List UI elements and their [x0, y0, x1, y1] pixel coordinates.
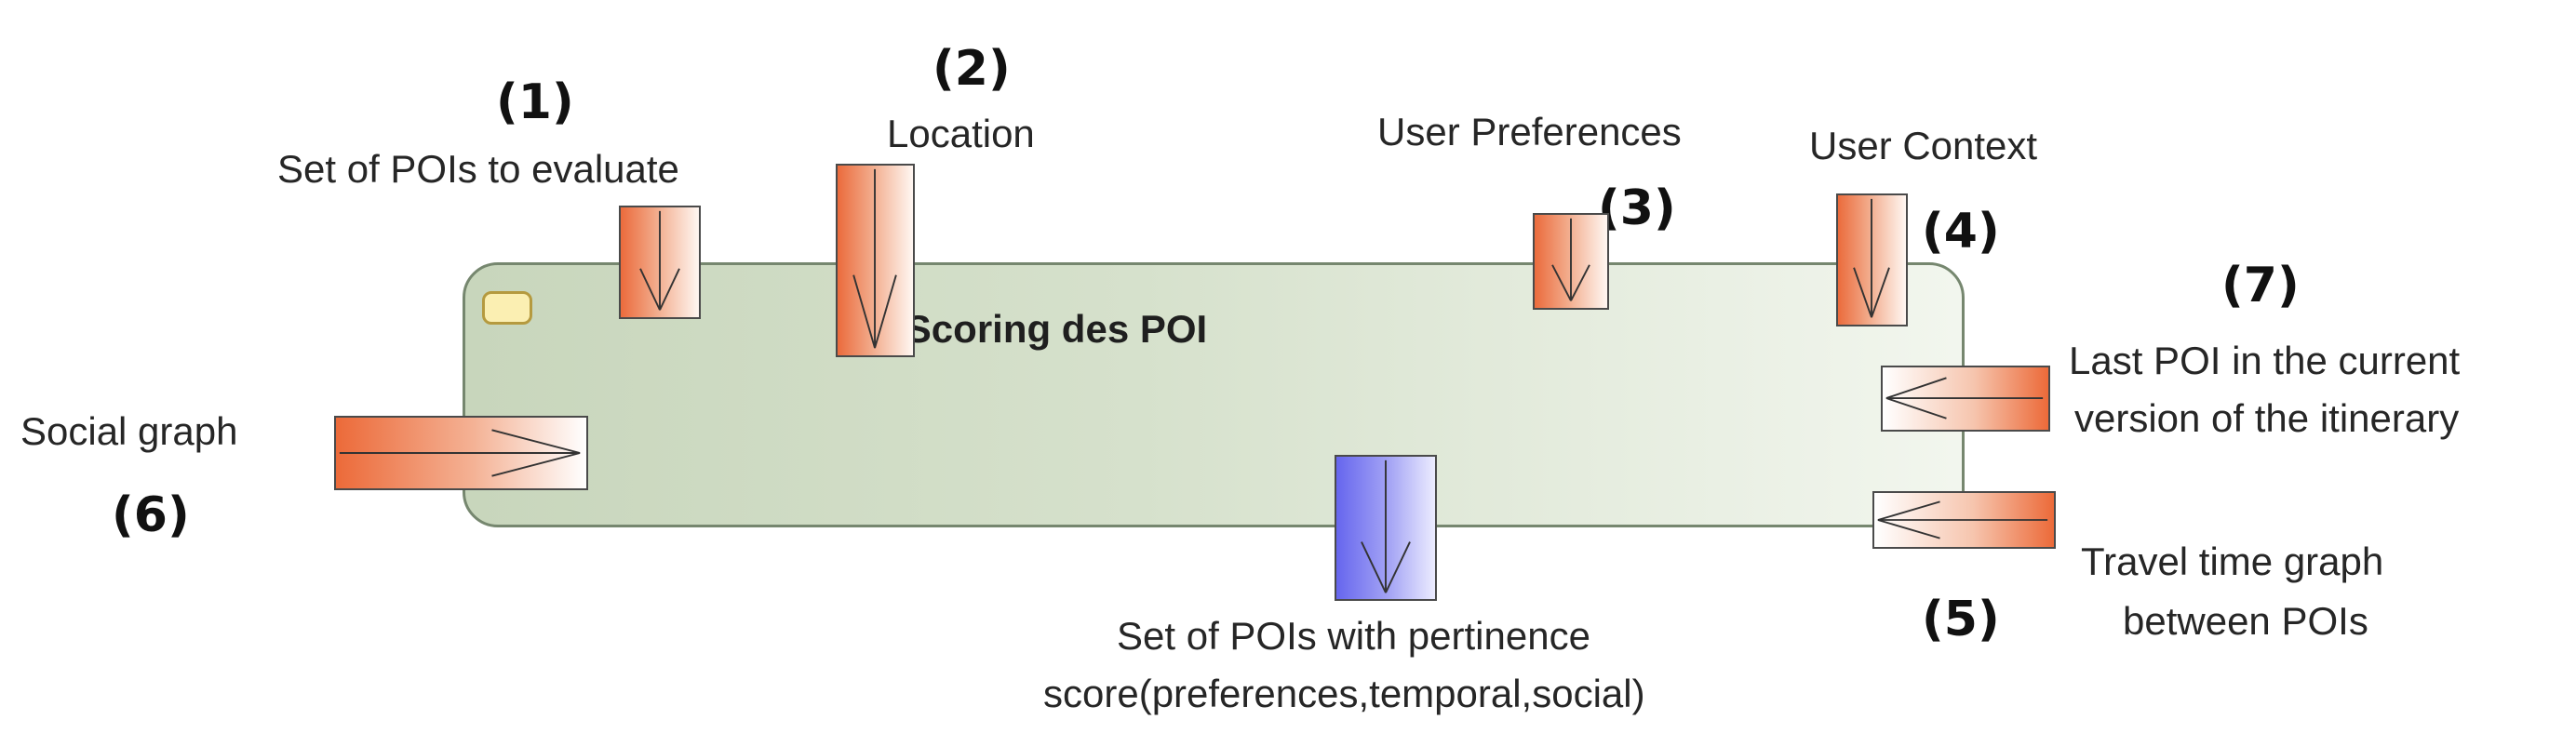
pin-number-4: (4)	[1922, 204, 2000, 260]
pin-label-user-preferences: User Preferences	[1377, 110, 1682, 153]
activity-node-scoring	[463, 262, 1965, 527]
output-pin-scored-pois	[1335, 455, 1437, 601]
left-arrow-icon	[1877, 500, 2048, 540]
pin-number-2: (2)	[932, 41, 1011, 97]
down-arrow-icon	[1853, 198, 1890, 318]
pin-label-travel-time-line1: Travel time graph	[2081, 540, 2384, 583]
input-pin-set-of-pois	[619, 206, 701, 319]
input-pin-user-context	[1836, 193, 1908, 326]
pin-label-last-poi-line1: Last POI in the current	[2069, 339, 2461, 382]
input-pin-last-poi	[1881, 366, 2050, 432]
pin-number-5: (5)	[1922, 592, 2000, 647]
pin-number-1: (1)	[496, 74, 574, 130]
pin-number-6: (6)	[112, 487, 190, 543]
down-arrow-icon	[852, 168, 897, 349]
pin-label-location: Location	[887, 112, 1035, 155]
input-pin-social-graph	[334, 416, 588, 490]
pin-number-3: (3)	[1598, 180, 1676, 236]
pin-label-social-graph: Social graph	[20, 409, 238, 453]
pin-label-set-of-pois: Set of POIs to evaluate	[277, 147, 679, 191]
down-arrow-icon	[1361, 460, 1411, 593]
left-arrow-icon	[1885, 377, 2044, 420]
pin-label-output-line1: Set of POIs with pertinence	[1117, 614, 1590, 658]
pin-label-user-context: User Context	[1809, 124, 2038, 167]
input-pin-location	[836, 164, 915, 357]
pin-label-travel-time-line2: between POIs	[2123, 599, 2368, 643]
down-arrow-icon	[1551, 218, 1590, 301]
pin-number-7: (7)	[2221, 258, 2300, 313]
pin-label-last-poi-line2: version of the itinerary	[2074, 396, 2460, 440]
pin-label-output-line2: score(preferences,temporal,social)	[1043, 672, 1645, 715]
activity-badge-icon	[482, 291, 532, 325]
right-arrow-icon	[339, 429, 581, 477]
input-pin-user-preferences	[1533, 213, 1609, 310]
down-arrow-icon	[639, 210, 680, 311]
activity-title: Scoring des POI	[905, 307, 1208, 351]
input-pin-travel-time-graph	[1872, 491, 2056, 549]
